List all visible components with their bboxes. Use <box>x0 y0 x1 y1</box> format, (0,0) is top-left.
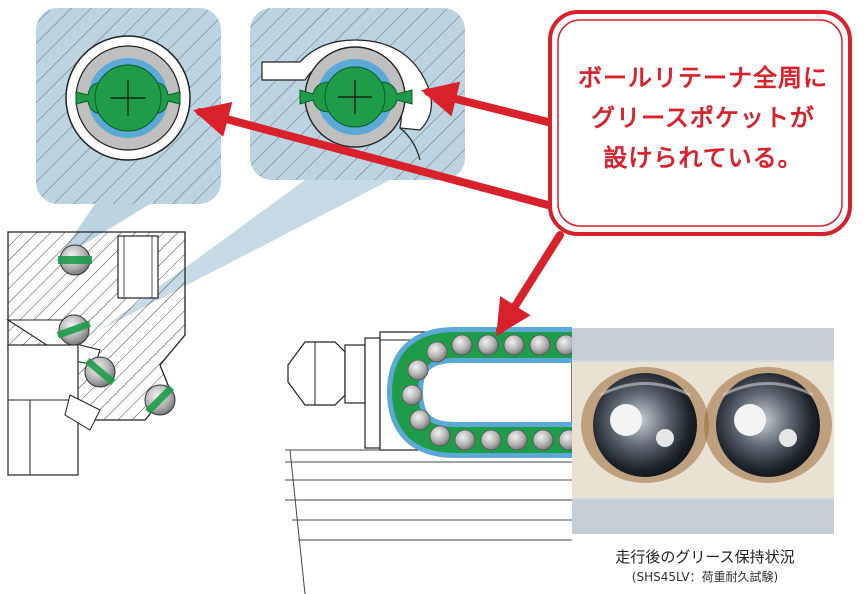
arrow-to-ball-chain <box>496 231 564 337</box>
callout-text: ボールリテーナ全周に グリースポケットが 設けられている。 <box>558 58 848 178</box>
ball <box>144 384 176 416</box>
photo-ball-left <box>581 367 709 483</box>
callout-line-1: ボールリテーナ全周に <box>578 64 828 92</box>
photo-caption: 走行後のグリース保持状況 <box>615 548 795 566</box>
ball <box>56 314 92 346</box>
detail-panel-left <box>36 8 221 262</box>
photo-ball-right <box>704 367 832 483</box>
pointer-arrows <box>193 81 564 337</box>
arrow-to-middle-detail <box>421 81 552 126</box>
ball <box>84 356 116 388</box>
side-view-assembly <box>285 327 580 594</box>
block-cross-section <box>6 231 186 476</box>
grease-photo <box>572 328 834 534</box>
ball <box>58 244 92 276</box>
arrow-to-left-detail <box>193 102 552 209</box>
callout-line-3: 設けられている。 <box>603 144 803 172</box>
ball-chain <box>401 334 580 451</box>
callout-line-2: グリースポケットが <box>591 104 815 132</box>
photo-subcaption: (SHS45LV：荷重耐久試験) <box>631 570 779 584</box>
